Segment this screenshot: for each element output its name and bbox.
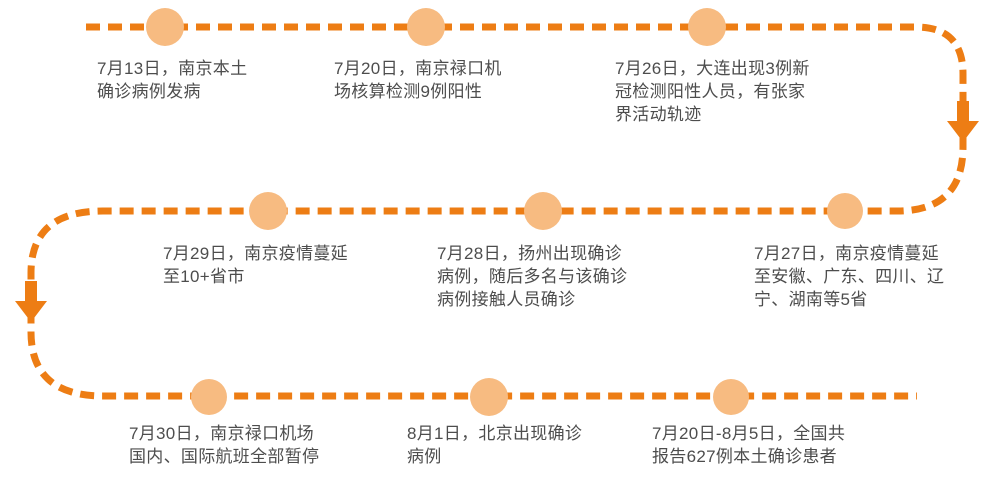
event-7-label: 7月30日，南京禄口机场 国内、国际航班全部暂停 [129, 424, 320, 466]
event-1-label: 7月13日，南京本土 确诊病例发病 [97, 59, 248, 101]
timeline-node-2 [407, 8, 445, 46]
event-6-label: 7月27日，南京疫情蔓延 至安徽、广东、四川、辽 宁、湖南等5省 [754, 244, 945, 309]
event-4-label: 7月29日，南京疫情蔓延 至10+省市 [163, 244, 348, 286]
timeline-path [27, 23, 967, 400]
down-arrow-left-icon [15, 281, 47, 322]
event-8-label: 8月1日，北京出现确诊 病例 [407, 424, 583, 466]
timeline-node-7 [191, 379, 227, 415]
timeline-node-3 [688, 8, 726, 46]
timeline-node-9 [713, 379, 749, 415]
timeline-node-6 [827, 193, 863, 229]
down-arrow-right-icon [947, 101, 979, 142]
event-5-label: 7月28日，扬州出现确诊 病例，随后多名与该确诊 病例接触人员确诊 [437, 244, 628, 309]
timeline-node-8 [470, 378, 508, 416]
event-9-label: 7月20日-8月5日，全国共 报告627例本土确诊患者 [652, 424, 846, 466]
event-2-label: 7月20日，南京禄口机 场核算检测9例阳性 [334, 59, 502, 101]
timeline-node-1 [146, 8, 184, 46]
timeline-node-4 [249, 192, 287, 230]
event-3-label: 7月26日，大连出现3例新 冠检测阳性人员，有张家 界活动轨迹 [615, 59, 810, 124]
timeline-node-5 [524, 192, 562, 230]
